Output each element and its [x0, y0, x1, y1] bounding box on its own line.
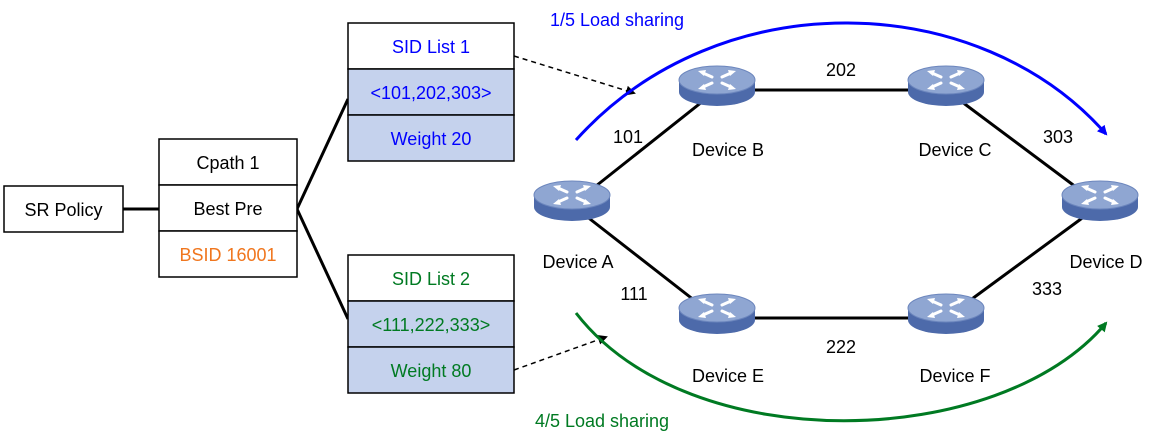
sid-list-2-title: SID List 2 — [392, 269, 470, 289]
sid-list-1-weight: Weight 20 — [391, 129, 472, 149]
device-a-label: Device A — [542, 252, 613, 272]
connector-cpath-list2 — [295, 208, 350, 320]
cpath-preference: Best Pre — [193, 199, 262, 219]
link-cd-label: 303 — [1043, 127, 1073, 147]
sid-list-2-weight: Weight 80 — [391, 361, 472, 381]
link-ae-label: 111 — [620, 284, 647, 304]
sr-policy-label: SR Policy — [24, 200, 102, 220]
sid-list-1-pointer — [513, 55, 636, 96]
router-icon[interactable] — [906, 292, 986, 336]
sid-list-1-title: SID List 1 — [392, 37, 470, 57]
device-c-label: Device C — [918, 140, 991, 160]
sid-list-2-sids: <111,222,333> — [372, 315, 490, 335]
load-sharing-bottom-label: 4/5 Load sharing — [535, 411, 669, 431]
sid-list-2[interactable]: SID List 2 <111,222,333> Weight 80 — [347, 254, 515, 394]
link-ab-label: 101 — [613, 127, 643, 147]
network-links — [571, 88, 1101, 320]
device-f-label: Device F — [919, 366, 990, 386]
load-sharing-arc-top — [574, 21, 1108, 142]
policy-connectors — [123, 98, 350, 320]
link-fd-label: 333 — [1032, 279, 1062, 299]
cpath-name: Cpath 1 — [196, 153, 259, 173]
sid-list-2-pointer — [513, 334, 608, 371]
load-sharing-top-label: 1/5 Load sharing — [550, 10, 684, 30]
sid-list-1[interactable]: SID List 1 <101,202,303> Weight 20 — [347, 22, 515, 162]
router-icon[interactable] — [677, 292, 757, 336]
router-icon[interactable] — [1060, 179, 1140, 223]
cpath-bsid: BSID 16001 — [179, 245, 276, 265]
device-b-label: Device B — [692, 140, 764, 160]
device-d-label: Device D — [1069, 252, 1142, 272]
router-icon[interactable] — [677, 64, 757, 108]
load-sharing-arc-bottom — [574, 312, 1108, 423]
cpath-box[interactable]: Cpath 1 Best Pre BSID 16001 — [158, 138, 298, 278]
connector-cpath-list1 — [295, 98, 350, 210]
sid-list-1-sids: <101,202,303> — [370, 83, 491, 103]
link-ef-label: 222 — [826, 337, 856, 357]
router-icon[interactable] — [906, 64, 986, 108]
device-e-label: Device E — [692, 366, 764, 386]
sr-policy-box[interactable]: SR Policy — [3, 185, 124, 233]
link-bc-label: 202 — [826, 60, 856, 80]
router-icon[interactable] — [532, 179, 612, 223]
